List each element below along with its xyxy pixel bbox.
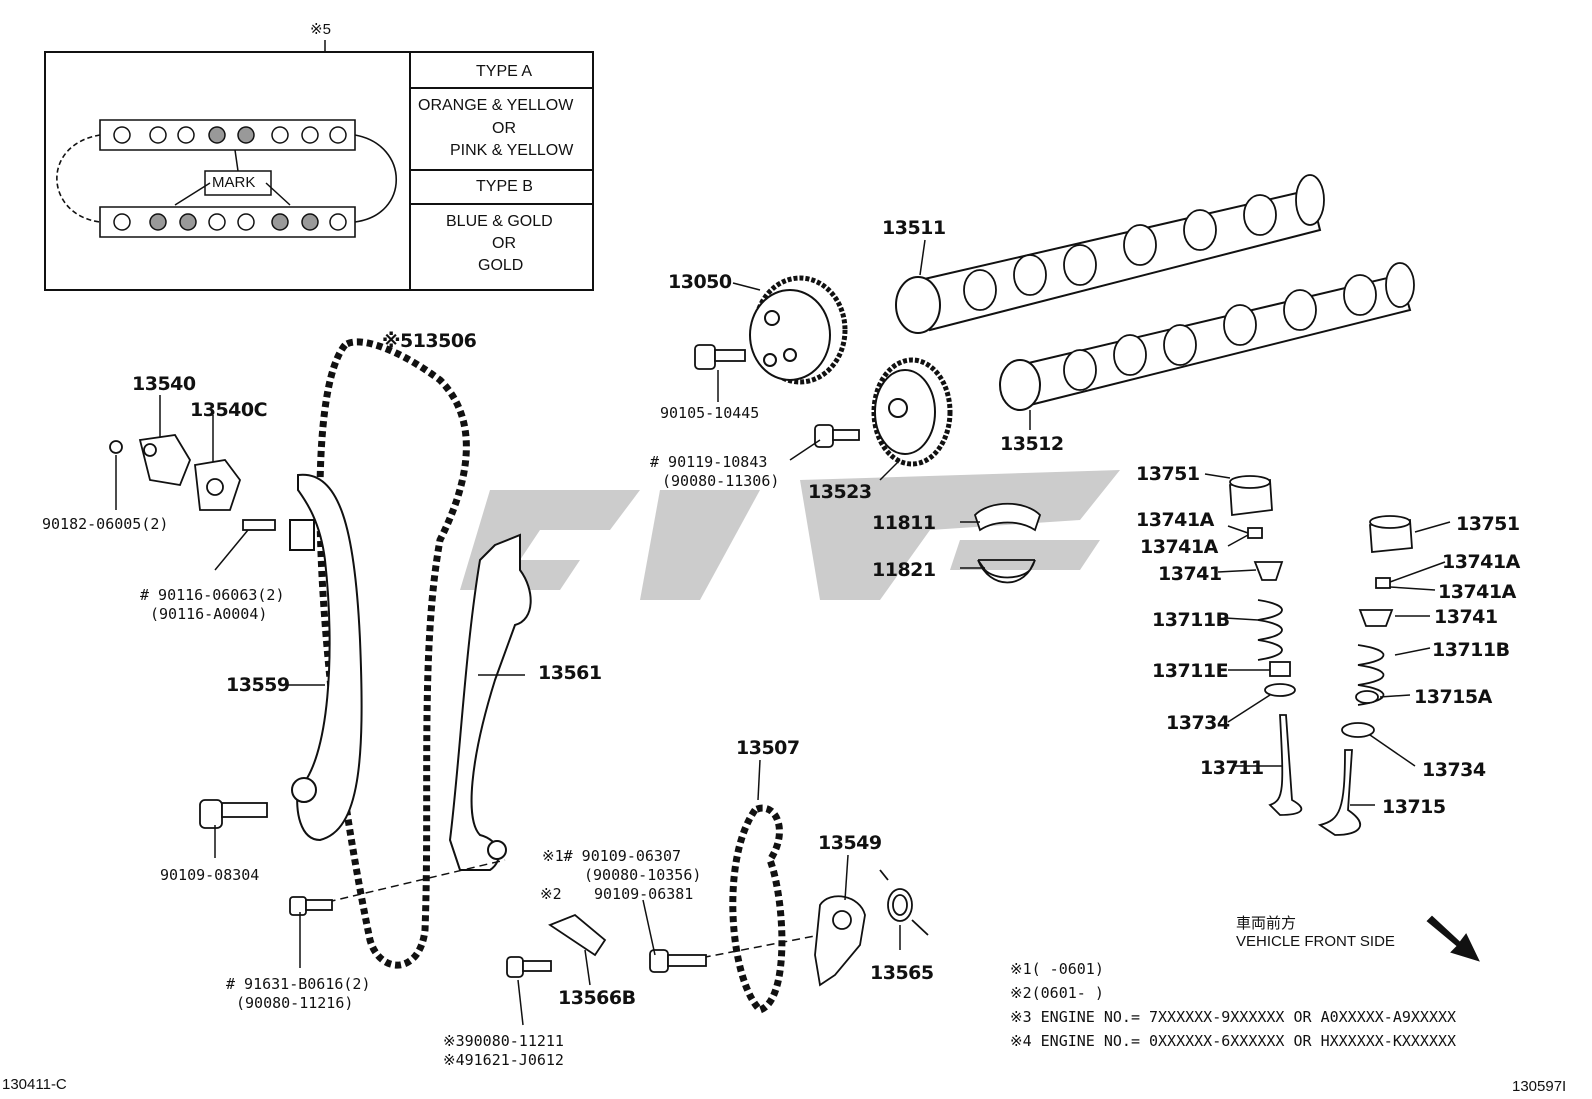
bearing-11811-icon [973, 502, 1042, 532]
label-13741a-left-2: 13741A [1140, 536, 1218, 558]
type-b-line-2: OR [492, 235, 516, 252]
label-90116b: (90116-A0004) [150, 605, 268, 623]
label-13751-right: 13751 [1456, 513, 1520, 535]
label-90109-06307b: (90080-10356) [584, 866, 702, 884]
tensioner-arm-13549-icon [814, 895, 866, 987]
label-13734-right: 13734 [1422, 759, 1486, 781]
label-13741a-right-1: 13741A [1442, 551, 1520, 573]
timing-chain-13506 [316, 338, 470, 969]
note-3: ※3 ENGINE NO.= 7XXXXXX-9XXXXXX OR A0XXXX… [1010, 1008, 1457, 1026]
chain-damper-13561 [448, 533, 532, 871]
front-direction-arrow-icon [1426, 915, 1480, 962]
label-13540c: 13540C [190, 399, 268, 421]
label-13751-left: 13751 [1136, 463, 1200, 485]
label-11811: 11811 [872, 512, 936, 534]
chain-guide-13559 [289, 473, 363, 842]
label-ref2: ※2 [540, 885, 562, 903]
bolt-90105-icon [694, 344, 746, 370]
label-13561: 13561 [538, 662, 602, 684]
label-13549: 13549 [818, 832, 882, 854]
type-a-line-3: PINK & YELLOW [450, 142, 574, 159]
camshaft-13511-icon [895, 174, 1325, 334]
bolt-90109-08304-icon [199, 799, 268, 829]
label-13741-right: 13741 [1434, 606, 1498, 628]
label-90116: # 90116-06063(2) [140, 586, 285, 604]
label-13741a-right-2: 13741A [1438, 581, 1516, 603]
label-13711b-left: 13711B [1152, 609, 1230, 631]
type-b-line-1: BLUE & GOLD [446, 213, 553, 230]
type-b-header: TYPE B [476, 178, 533, 195]
bolt-90109-06307-icon [649, 949, 707, 973]
vvt-sprocket-13050-icon [749, 275, 848, 385]
label-90109-06381: 90109-06381 [594, 885, 694, 903]
label-13050: 13050 [668, 271, 732, 293]
label-13741-left: 13741 [1158, 563, 1222, 585]
bearing-11821-icon [977, 559, 1036, 584]
spring-13565-icon [879, 869, 929, 936]
label-91631b: (90080-11216) [236, 994, 354, 1012]
label-13711b-right: 13711B [1432, 639, 1510, 661]
footer-right-code: 130597I [1512, 1078, 1567, 1095]
type-b-line-3: GOLD [478, 257, 524, 274]
label-91621: ※491621-J0612 [443, 1051, 564, 1069]
label-13523: 13523 [808, 481, 872, 503]
bolt-91631-icon [289, 896, 333, 916]
assembly-line [314, 859, 506, 906]
label-13559: 13559 [226, 674, 290, 696]
valve-assembly-left-icon [1229, 475, 1303, 816]
direction-jp: 車両前方 [1236, 915, 1297, 932]
label-13506: ※513506 [382, 330, 477, 352]
leader-lines [115, 239, 1451, 1026]
chain-tensioner-13540-icon [109, 434, 276, 531]
oil-pump-chain-13507 [729, 804, 786, 1015]
label-90109-06307: ※1# 90109-06307 [542, 847, 681, 865]
label-13565: 13565 [870, 962, 934, 984]
footer-left-code: 130411-C [2, 1076, 67, 1093]
label-90119: # 90119-10843 [650, 453, 768, 471]
plate-13566b-icon [548, 913, 607, 957]
label-13711: 13711 [1200, 757, 1264, 779]
label-90105: 90105-10445 [660, 404, 760, 422]
type-a-line-1: ORANGE & YELLOW [418, 97, 574, 114]
label-13715a: 13715A [1414, 686, 1492, 708]
label-13741a-left-1: 13741A [1136, 509, 1214, 531]
note-4: ※4 ENGINE NO.= 0XXXXXX-6XXXXXX OR HXXXXX… [1010, 1032, 1457, 1050]
chain-mark-inset [44, 40, 594, 291]
bolt-90119-icon [814, 424, 860, 448]
label-13512: 13512 [1000, 433, 1064, 455]
note-1: ※1( -0601) [1010, 960, 1104, 978]
inset-ref-mark: ※5 [310, 21, 331, 38]
label-13711e: 13711E [1152, 660, 1229, 682]
label-90109-08304: 90109-08304 [160, 866, 260, 884]
direction-en: VEHICLE FRONT SIDE [1236, 933, 1395, 950]
type-a-line-2: OR [492, 120, 516, 137]
label-90080-11211: ※390080-11211 [443, 1032, 564, 1050]
label-13715: 13715 [1382, 796, 1446, 818]
label-91631: # 91631-B0616(2) [226, 975, 371, 993]
mark-label: MARK [212, 174, 256, 191]
label-11821: 11821 [872, 559, 936, 581]
label-90182: 90182-06005(2) [42, 515, 169, 533]
label-13511: 13511 [882, 217, 946, 239]
valve-assembly-right-icon [1317, 515, 1413, 836]
type-a-header: TYPE A [476, 63, 533, 80]
label-13540: 13540 [132, 373, 196, 395]
note-2: ※2(0601- ) [1010, 984, 1104, 1002]
watermark-logo [460, 470, 1120, 600]
label-13734-left: 13734 [1166, 712, 1230, 734]
label-13566b: 13566B [558, 987, 636, 1009]
cam-sprocket-13523-icon [871, 357, 953, 467]
camshaft-13512-icon [999, 262, 1415, 411]
assembly-line-2 [689, 934, 821, 961]
bolt-90080-11211-icon [506, 956, 552, 978]
label-90119b: (90080-11306) [662, 472, 780, 490]
label-13507: 13507 [736, 737, 800, 759]
